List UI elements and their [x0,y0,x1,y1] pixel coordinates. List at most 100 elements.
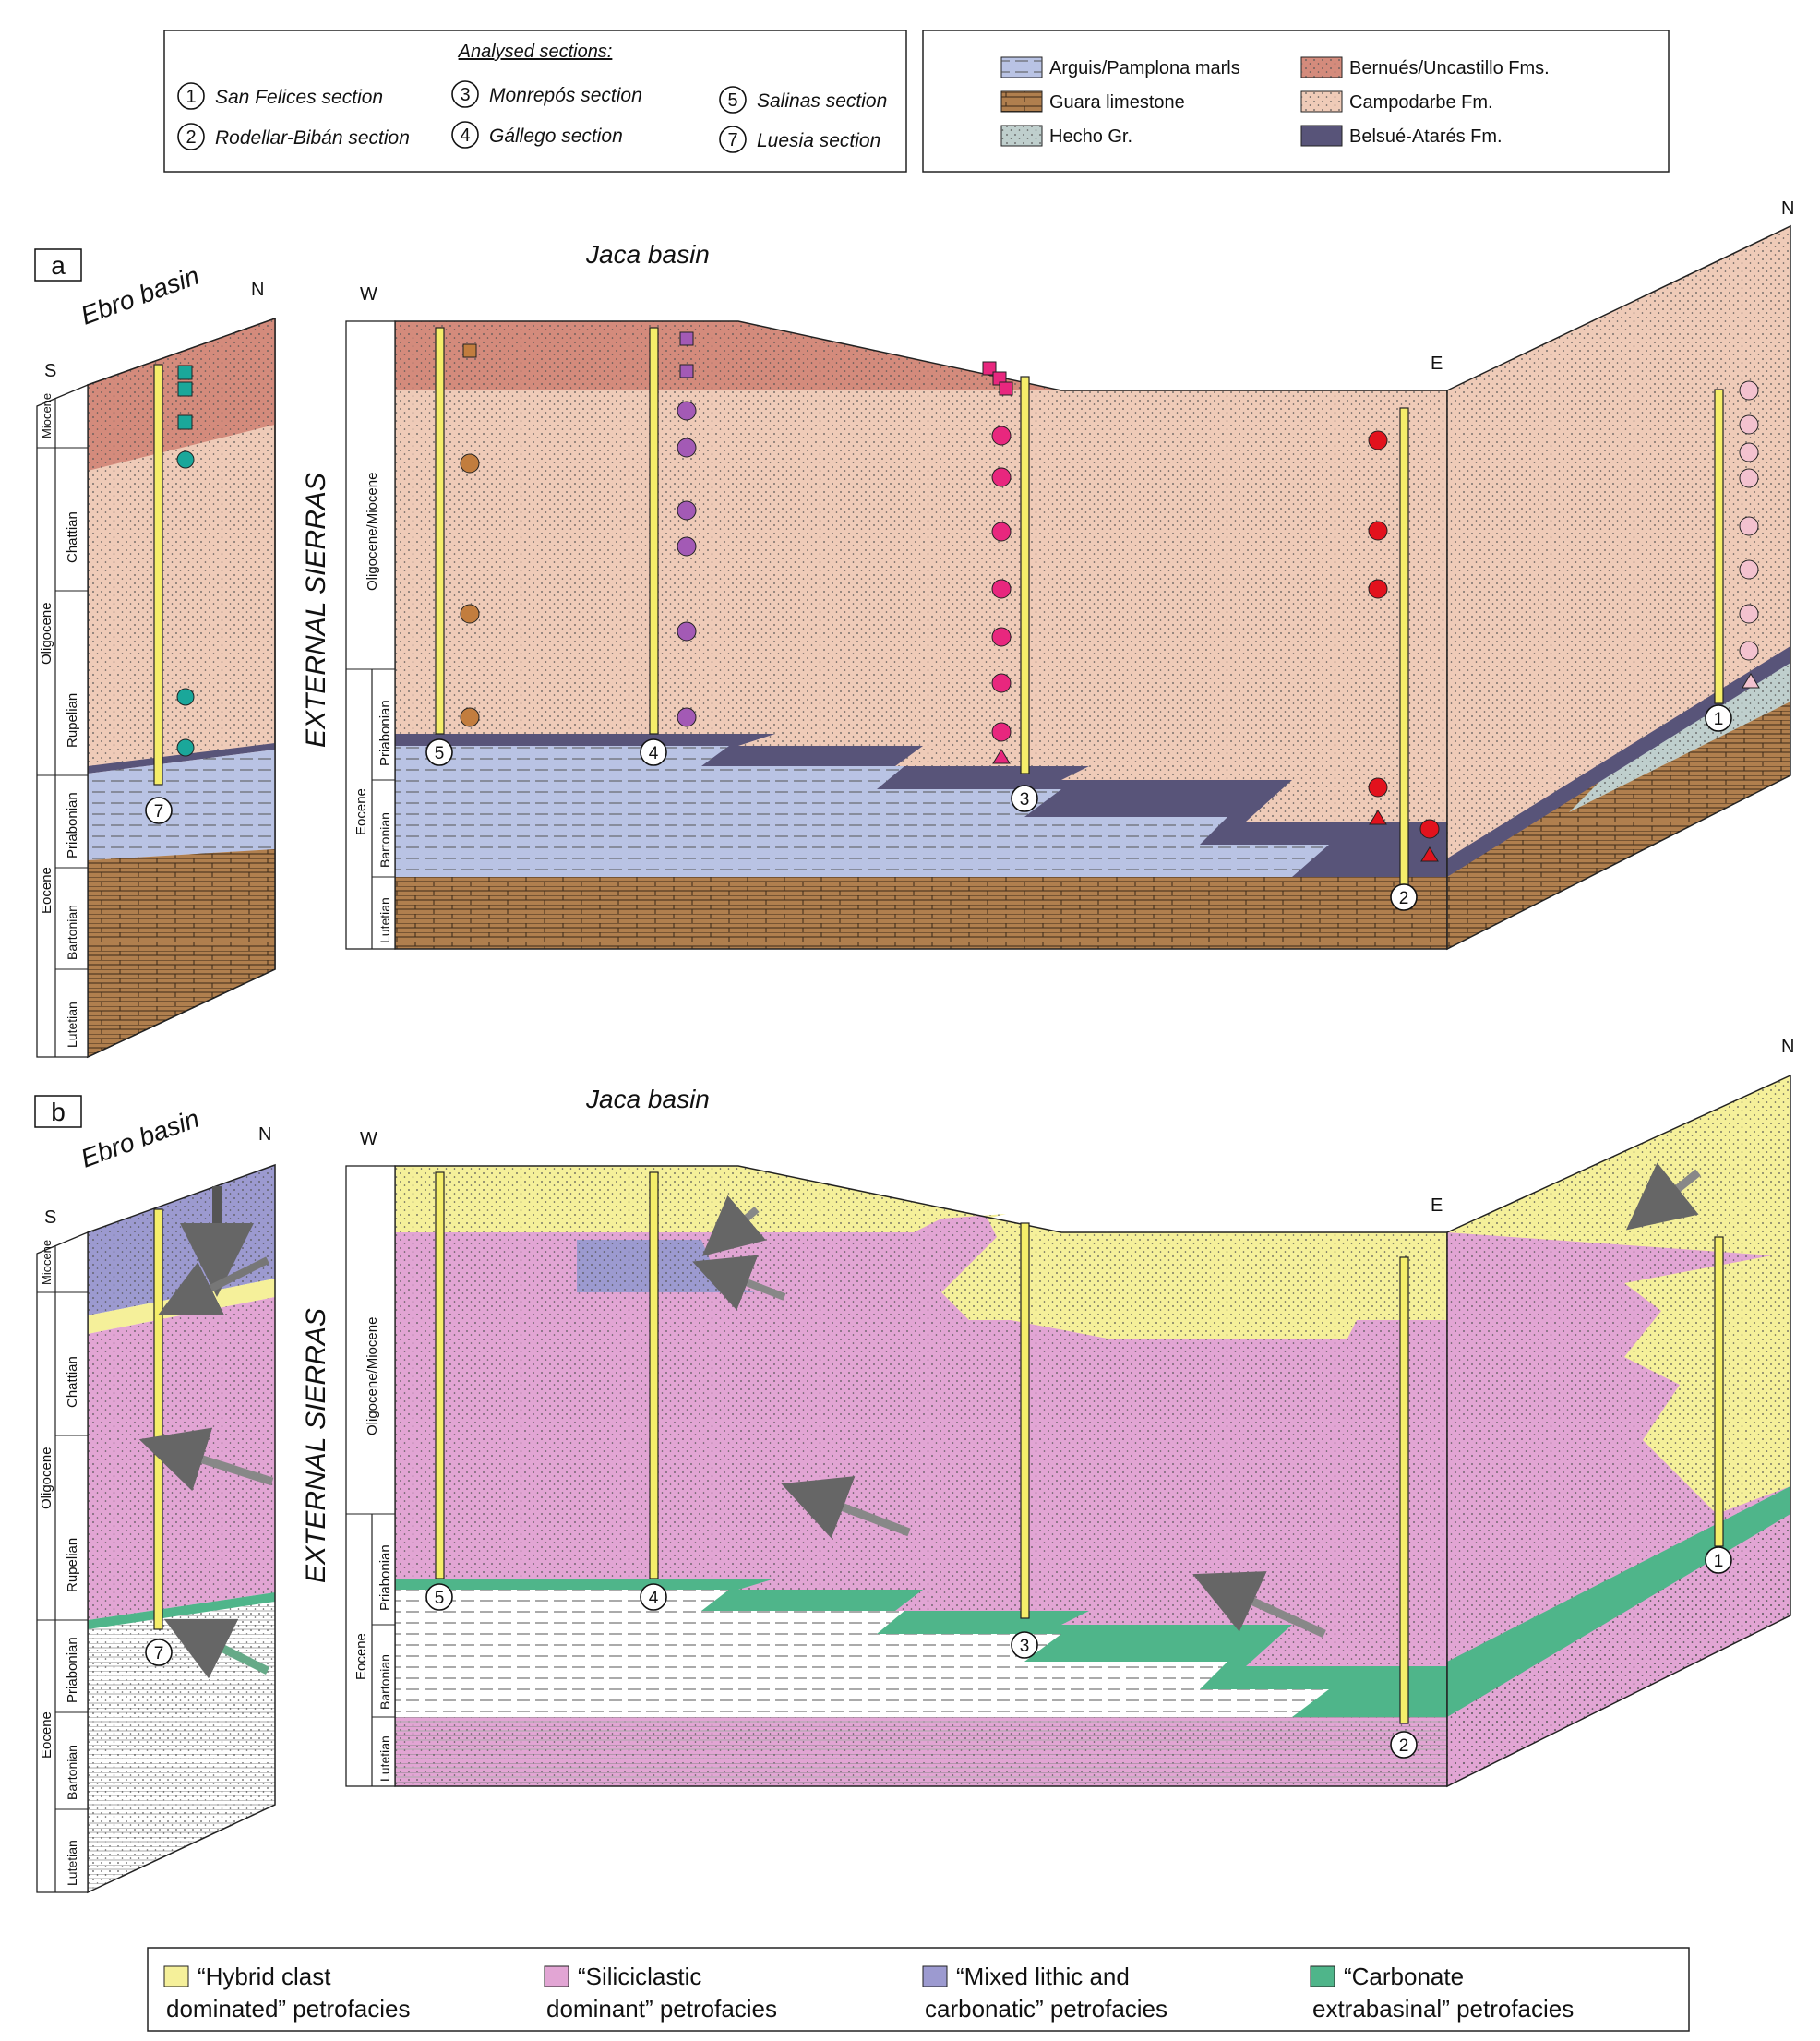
svg-text:Priabonian: Priabonian [65,792,80,858]
arrow-carbonate-b [163,1618,270,1679]
svg-text:5: 5 [435,744,445,763]
svg-text:Priabonian: Priabonian [377,1544,393,1611]
svg-text:“Siliciclastic: “Siliciclastic [578,1963,701,1990]
section-5-column-b [435,1171,445,1579]
svg-text:Salinas section: Salinas section [757,90,887,112]
units-legend: Arguis/Pamplona marls Guara limestone He… [922,30,1670,173]
jaca-block-b: Oligocene/Miocene Priabonian Eocene Bart… [345,1074,1791,1788]
legend-carbonate: “Carbonate extrabasinal” petrofacies [1310,1963,1574,2023]
svg-text:2: 2 [186,127,196,148]
arrow-hybrid-right-b [1625,1162,1701,1231]
panel-a-label-box [34,248,82,282]
svg-text:1: 1 [1714,710,1724,729]
ebro-n-label-a: N [251,280,264,300]
svg-text:2: 2 [1399,1736,1409,1756]
legend-item-section-3: 3 Monrepós section [451,80,642,108]
arrow-mixed-jaca-b [692,1255,786,1311]
section-4-column-a [649,327,659,735]
panel-b-letter: b [51,1098,66,1126]
svg-text:dominated” petrofacies: dominated” petrofacies [166,1995,410,2023]
svg-text:San Felices section: San Felices section [215,87,383,108]
ebro-title-a: Ebro basin [77,261,202,330]
svg-text:4: 4 [649,744,659,763]
svg-text:Lutetian: Lutetian [377,1735,392,1782]
svg-text:dominant” petrofacies: dominant” petrofacies [546,1995,777,2023]
svg-text:Bartonian: Bartonian [65,905,79,960]
svg-text:Oligocene/Miocene: Oligocene/Miocene [365,473,380,591]
svg-text:3: 3 [1020,790,1030,810]
petrofacies-legend: “Hybrid clast dominated” petrofacies “Si… [147,1947,1690,2032]
legend-hybrid: “Hybrid clast dominated” petrofacies [163,1963,410,2023]
arrow-hybrid-b [158,1256,269,1315]
svg-text:Gállego section: Gállego section [489,126,623,147]
legend-siliciclastic: “Siliciclastic dominant” petrofacies [544,1963,777,2023]
jaca-title-a: Jaca basin [585,240,710,269]
svg-text:Bartonian: Bartonian [65,1745,79,1800]
svg-text:Chattian: Chattian [65,1356,80,1408]
ebro-block-a: Miocene Chattian Oligocene Rupelian Pria… [36,261,276,1059]
panel-b-label-box [34,1095,82,1128]
jaca-title-b: Jaca basin [585,1085,710,1113]
legend-swatch-marls: Arguis/Pamplona marls [1000,56,1240,78]
arrow-carbonate-jaca-b [1192,1571,1326,1639]
svg-text:Priabonian: Priabonian [377,700,393,766]
svg-text:1: 1 [186,87,196,107]
svg-text:4: 4 [460,126,470,146]
svg-text:4: 4 [649,1589,659,1608]
svg-text:Luesia section: Luesia section [757,130,880,151]
section-4-column-b [649,1171,659,1579]
svg-text:Belsué-Atarés Fm.: Belsué-Atarés Fm. [1349,126,1503,147]
svg-text:Ebro basin: Ebro basin [77,1104,202,1173]
svg-text:“Mixed lithic and: “Mixed lithic and [956,1963,1130,1990]
sections-legend-title: Analysed sections: [458,42,613,62]
svg-text:Eocene: Eocene [353,788,369,835]
section-7-column-b [153,1208,163,1630]
section-1-column-a [1714,389,1724,704]
svg-text:Chattian: Chattian [65,511,80,563]
svg-text:Miocene: Miocene [40,1240,54,1285]
legend-swatch-hecho: Hecho Gr. [1000,125,1132,147]
panel-b: b Miocene Chattian Oligocene Rupelian Pr… [34,1037,1794,1894]
svg-text:E: E [1431,1195,1443,1216]
svg-text:Bartonian: Bartonian [377,812,392,868]
svg-text:Eocene: Eocene [353,1633,369,1680]
svg-text:Rupelian: Rupelian [65,1538,80,1592]
legend-swatch-campodarbe: Campodarbe Fm. [1300,90,1493,113]
ebro-block-b: Miocene Chattian Oligocene Rupelian Pria… [36,1104,276,1894]
section-1-column-b [1714,1236,1724,1547]
w-label-a: W [360,284,377,305]
svg-text:Miocene: Miocene [40,393,54,438]
external-sierras-b: EXTERNAL SIERRAS [301,1308,331,1583]
svg-text:N: N [1781,1037,1794,1057]
svg-text:2: 2 [1399,889,1409,908]
svg-text:S: S [44,1207,56,1228]
svg-text:3: 3 [460,85,470,105]
external-sierras-a: EXTERNAL SIERRAS [301,473,331,748]
legend-item-section-1: 1 San Felices section [177,82,383,110]
legend-item-section-2: 2 Rodellar-Bibán section [177,123,410,150]
svg-text:7: 7 [727,130,737,150]
section-5-column-a [435,327,445,735]
jaca-block-a: Oligocene/Miocene Priabonian Eocene Bart… [345,224,1791,951]
legend-item-section-5: 5 Salinas section [719,86,887,114]
svg-text:N: N [258,1124,271,1145]
svg-text:Rupelian: Rupelian [65,693,80,748]
svg-text:“Carbonate: “Carbonate [1344,1963,1464,1990]
svg-text:1: 1 [1714,1552,1724,1571]
svg-text:Guara limestone: Guara limestone [1049,92,1185,113]
legend-swatch-bernues: Bernués/Uncastillo Fms. [1300,56,1550,78]
svg-text:Lutetian: Lutetian [377,897,392,943]
svg-text:Campodarbe Fm.: Campodarbe Fm. [1349,92,1493,113]
svg-text:Arguis/Pamplona marls: Arguis/Pamplona marls [1049,58,1240,78]
legend-mixed: “Mixed lithic and carbonatic” petrofacie… [922,1963,1167,2023]
section-2-column-a [1399,407,1409,894]
legend-item-section-7: 7 Luesia section [719,126,880,153]
section-7-column-a [153,364,163,786]
svg-text:Rodellar-Bibán section: Rodellar-Bibán section [215,127,410,149]
e-label-a: E [1431,354,1443,374]
section-7-marker-a: 7 [154,802,164,822]
svg-text:Oligocene: Oligocene [39,602,54,665]
sections-legend: Analysed sections: 1 San Felices section… [163,30,907,173]
svg-text:Lutetian: Lutetian [65,1002,79,1048]
